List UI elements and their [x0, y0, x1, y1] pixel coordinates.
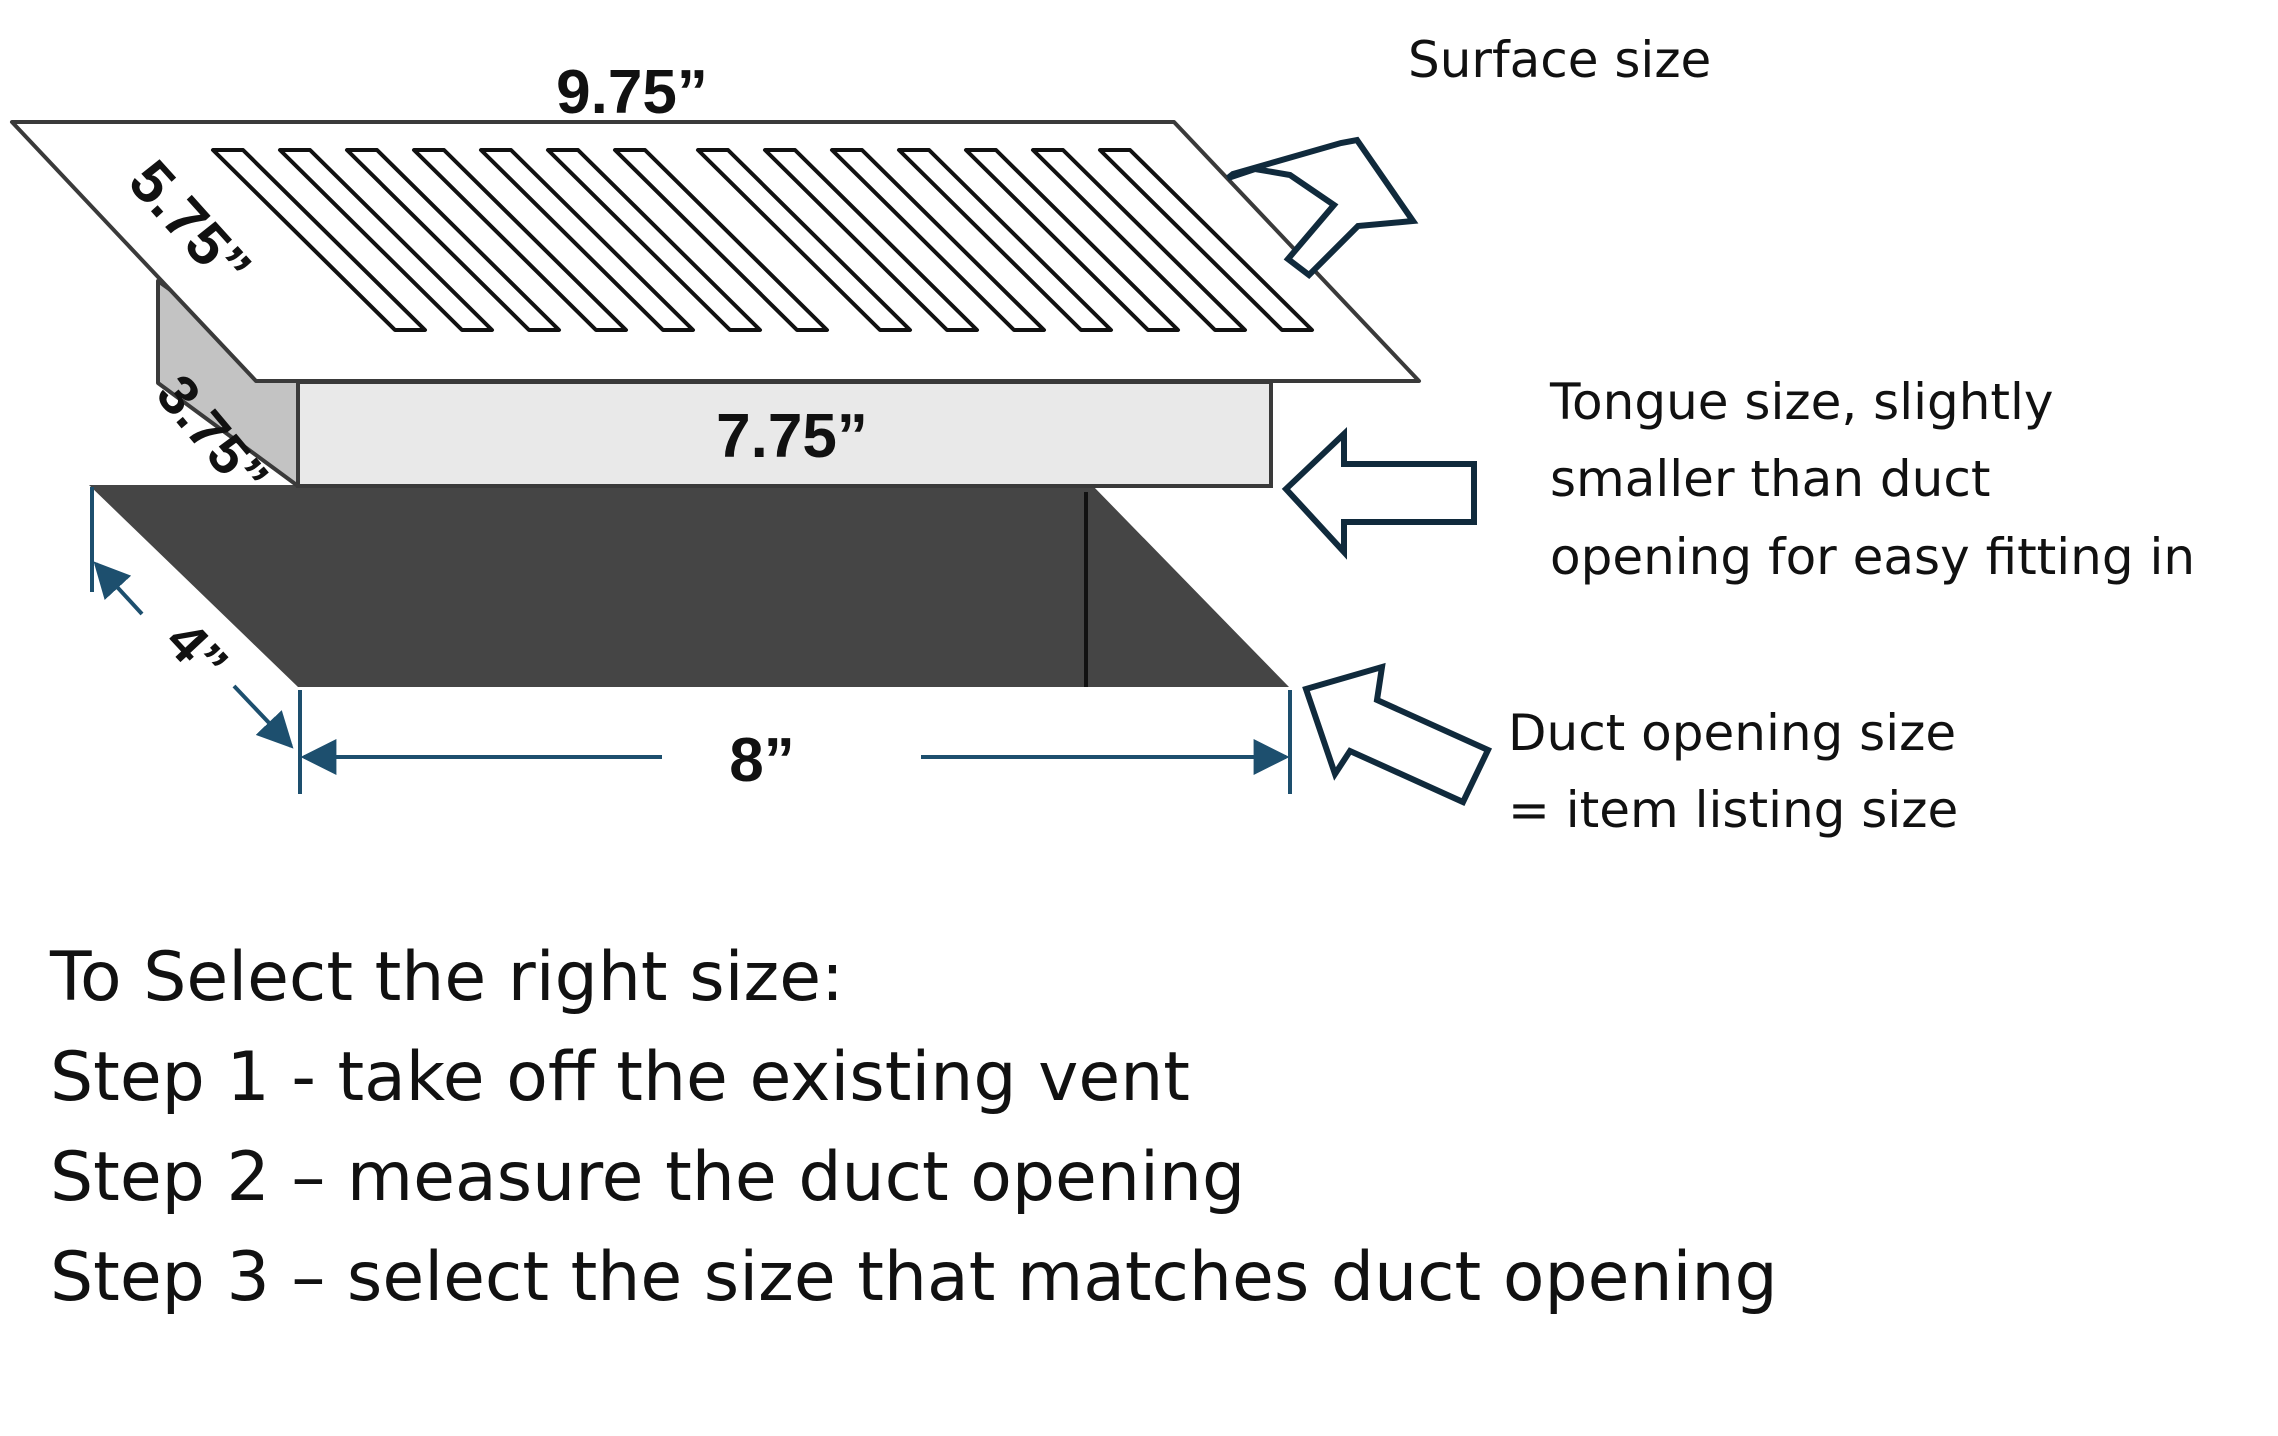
vent-slat: [211, 148, 427, 332]
surface-length-label: 9.75”: [556, 58, 708, 127]
vent-slat: [345, 148, 561, 332]
vent-slat: [479, 148, 695, 332]
vent-slat: [897, 148, 1113, 332]
surface-callout-arrow: [1226, 136, 1419, 279]
vent-slat: [412, 148, 628, 332]
instruction-step-3: Step 3 – select the size that matches du…: [50, 1238, 1778, 1317]
vent-slat: [278, 148, 494, 332]
vent-slat: [1098, 148, 1314, 332]
tongue-length-label: 7.75”: [716, 402, 868, 471]
vent-slat: [830, 148, 1046, 332]
vent-slat: [964, 148, 1180, 332]
vent-slat: [1031, 148, 1247, 332]
vent-slat: [546, 148, 762, 332]
duct-callout-line-2: = item listing size: [1508, 781, 1958, 839]
surface-callout-text: Surface size: [1408, 31, 1711, 89]
instruction-step-2: Step 2 – measure the duct opening: [50, 1138, 1245, 1217]
tongue-front-shape: [296, 380, 1273, 488]
duct-width-label: 4”: [154, 609, 240, 695]
tongue-callout-line-2: smaller than duct: [1550, 450, 1990, 508]
vent-slat: [696, 148, 912, 332]
duct-width-arrow-top: [93, 561, 144, 616]
duct-callout-line-1: Duct opening size: [1508, 704, 1956, 762]
duct-length-label: 8”: [729, 726, 794, 795]
instruction-step-1: Step 1 - take off the existing vent: [50, 1038, 1190, 1117]
tongue-callout-line-3: opening for easy fitting in: [1550, 528, 2195, 586]
instructions-heading: To Select the right size:: [49, 938, 844, 1017]
duct-callout-arrow: [1302, 662, 1493, 806]
duct-width-arrow-bottom: [232, 684, 294, 749]
vent-slats: [211, 148, 1314, 332]
tongue-callout-arrow: [1281, 427, 1477, 560]
vent-slat: [613, 148, 829, 332]
vent-slat: [763, 148, 979, 332]
duct-opening-shape: [89, 485, 1289, 687]
tongue-callout-line-1: Tongue size, slightly: [1549, 373, 2054, 431]
